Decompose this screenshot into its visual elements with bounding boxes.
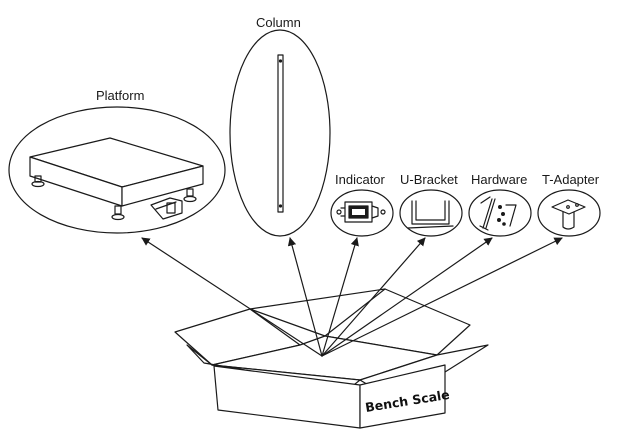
arrow-to-indicator [321, 237, 359, 357]
ubracket-shape [411, 200, 450, 225]
platform-foot [111, 205, 125, 221]
shipping-box [174, 288, 489, 429]
ubracket-illustration [399, 189, 463, 237]
arrow-to-ubracket [321, 237, 426, 357]
tadapter-plate [551, 199, 586, 215]
tadapter-ellipse [537, 189, 601, 237]
ubracket-label: U-Bracket [400, 172, 458, 187]
platform-illustration [8, 106, 226, 234]
indicator-ellipse [330, 189, 394, 237]
tadapter-stem [562, 211, 575, 230]
hardware-illustration [468, 189, 532, 237]
platform-foot [183, 188, 197, 203]
arrow-to-platform [141, 237, 323, 357]
platform-label: Platform [96, 88, 145, 103]
platform-foot [31, 175, 45, 188]
hardware-ellipse [468, 189, 532, 237]
box-right-face [359, 364, 446, 429]
arrow-to-hardware [321, 237, 493, 357]
platform-ellipse [8, 106, 226, 234]
column-ellipse [229, 29, 331, 237]
indicator-label: Indicator [335, 172, 385, 187]
column-pole [277, 54, 284, 213]
tadapter-label: T-Adapter [542, 172, 600, 187]
wrench-icon [479, 196, 496, 231]
column-illustration [229, 29, 331, 237]
platform-right-face [121, 165, 204, 207]
column-label: Column [256, 15, 301, 30]
arrows [141, 237, 563, 357]
hardware-label: Hardware [471, 172, 528, 187]
tadapter-illustration [537, 189, 601, 237]
platform-mount-bracket [150, 197, 183, 220]
arrow-to-column [287, 237, 323, 357]
hex-key-icon [505, 204, 517, 227]
indicator-illustration [330, 189, 394, 237]
arrow-to-tadapter [321, 237, 563, 357]
platform-mount-plate [166, 202, 176, 214]
ubracket-ellipse [399, 189, 463, 237]
